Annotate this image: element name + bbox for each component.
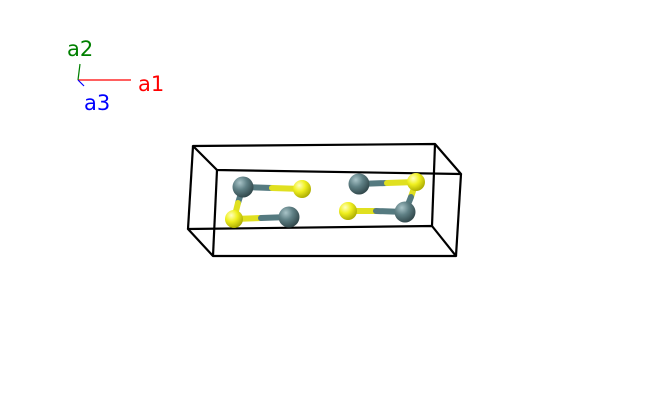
metal-atom[interactable] — [394, 201, 416, 223]
metal-atom[interactable] — [278, 206, 300, 228]
unit-cell-back-face — [191, 142, 463, 176]
unit-cell — [186, 142, 463, 258]
unit-cell-edge — [430, 143, 437, 227]
axis-indicator: a2 a1 a3 — [67, 37, 164, 115]
unit-cell-edge — [454, 173, 463, 257]
metal-atom[interactable] — [348, 173, 370, 195]
unit-cell-front-face — [186, 224, 458, 258]
a3-axis-line — [77, 79, 85, 87]
metal-atom[interactable] — [232, 176, 254, 198]
a2-axis-label: a2 — [67, 37, 93, 61]
chalcogen-atom[interactable] — [225, 210, 243, 228]
unit-cell-edge — [211, 169, 219, 257]
a3-axis-label: a3 — [84, 91, 110, 115]
chalcogen-atom[interactable] — [407, 173, 425, 191]
atoms — [225, 173, 425, 228]
unit-cell-edge — [186, 145, 195, 230]
a1-axis-label: a1 — [138, 72, 164, 96]
chalcogen-atom[interactable] — [339, 202, 357, 220]
chalcogen-atom[interactable] — [293, 180, 311, 198]
bonds — [231, 179, 419, 222]
a2-axis-line — [77, 63, 81, 81]
